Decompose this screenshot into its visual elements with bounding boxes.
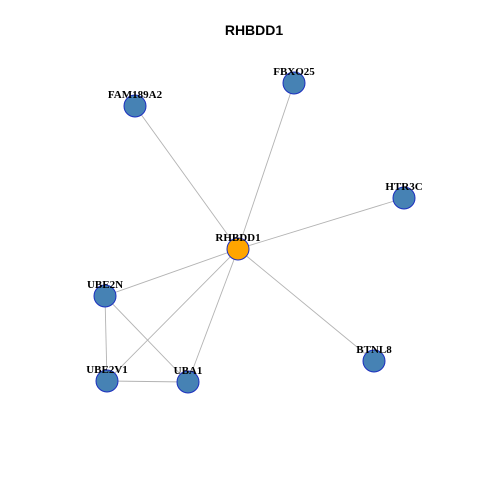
node-label-rhbdd1: RHBDD1 (215, 232, 260, 244)
node-fam189a2 (123, 94, 147, 118)
edge-rhbdd1-uba1 (187, 248, 239, 383)
node-label-fbxo25: FBXO25 (273, 66, 315, 78)
node-label-btnl8: BTNL8 (356, 344, 392, 356)
edge-rhbdd1-fbxo25 (237, 82, 295, 250)
edge-layer (104, 82, 405, 383)
edge-rhbdd1-ube2n (104, 248, 239, 297)
node-label-ube2n: UBE2N (87, 279, 123, 291)
edge-ube2n-ube2v1 (104, 295, 108, 382)
node-label-ube2v1: UBE2V1 (86, 364, 128, 376)
edge-rhbdd1-ube2v1 (106, 248, 239, 382)
edge-ube2v1-uba1 (106, 380, 189, 383)
node-fbxo25 (282, 71, 306, 95)
node-label-fam189a2: FAM189A2 (108, 89, 163, 101)
node-htr3c (392, 186, 416, 210)
node-uba1 (176, 370, 200, 394)
edge-rhbdd1-fam189a2 (134, 105, 239, 250)
chart-title: RHBDD1 (225, 22, 284, 38)
node-btnl8 (362, 349, 386, 373)
node-label-uba1: UBA1 (174, 365, 203, 377)
edge-rhbdd1-btnl8 (237, 248, 375, 362)
node-rhbdd1 (226, 237, 250, 261)
node-label-htr3c: HTR3C (385, 181, 422, 193)
node-ube2v1 (95, 369, 119, 393)
node-ube2n (93, 284, 117, 308)
edge-rhbdd1-htr3c (237, 197, 405, 250)
edge-ube2n-uba1 (104, 295, 189, 383)
